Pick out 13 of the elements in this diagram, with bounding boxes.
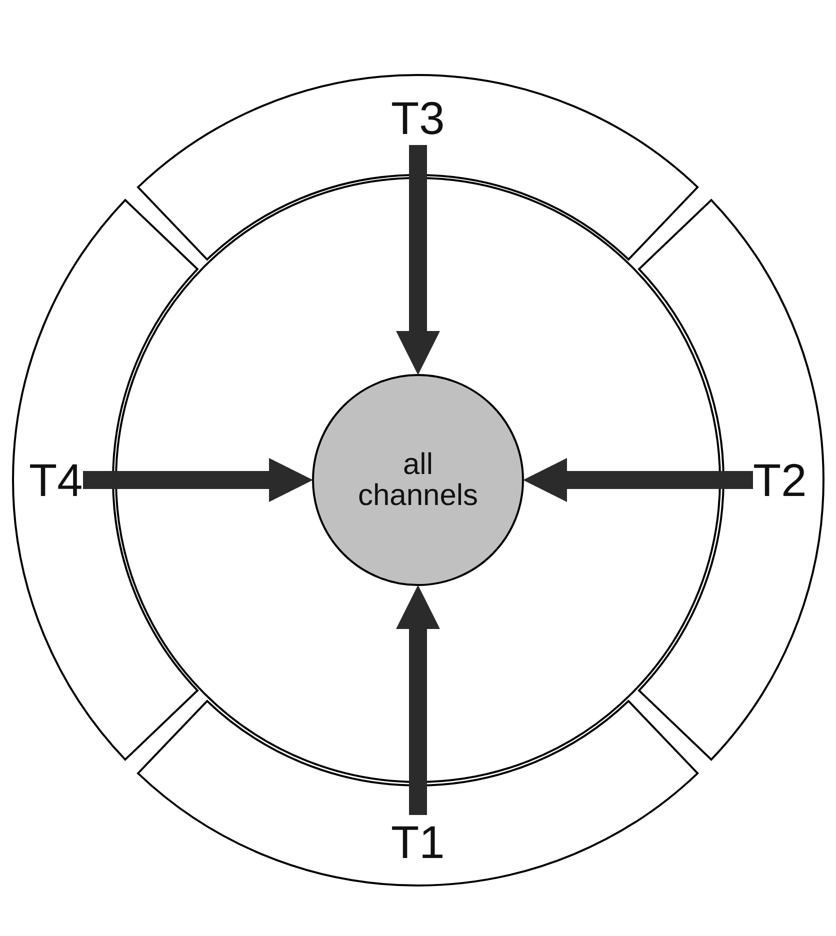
segment-label: T1 [390, 818, 445, 866]
ring-segment [137, 74, 699, 260]
ring-segment [638, 199, 824, 761]
segment-label: T4 [29, 456, 83, 504]
segment-label: T2 [752, 456, 807, 504]
center-circle [312, 374, 524, 586]
ring-segment [137, 700, 699, 886]
arrow [523, 458, 753, 502]
ring-segment [12, 199, 198, 761]
arrow [83, 458, 313, 502]
arrow [396, 145, 440, 375]
segment-label: T3 [390, 94, 445, 142]
node-label: all channels [356, 448, 480, 512]
